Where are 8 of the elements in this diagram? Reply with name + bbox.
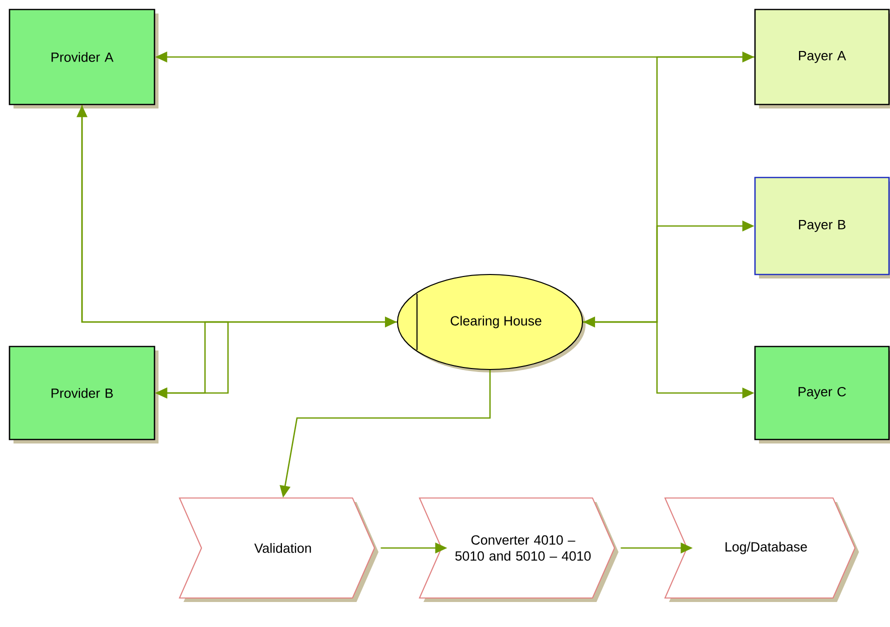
chevron-step: Validation [178, 497, 378, 602]
process-box: Provider A [8, 8, 158, 108]
process-box: Payer A [754, 8, 890, 108]
process-box: Payer B [754, 176, 890, 278]
process-box: Provider B [8, 346, 158, 444]
chevron-step: Log/Database [664, 497, 859, 602]
process-box: Payer C [754, 346, 890, 444]
chevron-step: Converter 4010 – 5010 and 5010 – 4010 [418, 497, 618, 602]
